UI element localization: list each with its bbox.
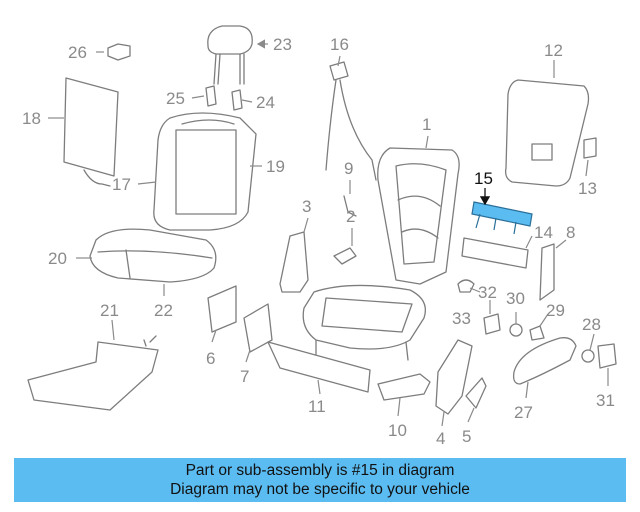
callout-14: 14 [534,223,553,242]
rail-14-part [461,237,529,269]
callout-11: 11 [308,397,326,416]
callout-20: 20 [48,249,67,268]
seat-frame-1-part [302,147,460,361]
back-panel-18-part [63,77,119,187]
callout-27: 27 [514,403,533,422]
callout-22: 22 [154,301,173,320]
callout-2: 2 [346,207,355,226]
leader-lines [48,39,609,427]
callout-4: 4 [436,429,445,448]
cover-4-part [435,339,473,415]
panel-7-part [243,303,273,353]
callout-25: 25 [166,89,185,108]
seat-parts-diagram: 23 26 25 24 18 17 19 20 22 16 1 9 2 3 12… [22,25,617,448]
callout-33: 33 [452,309,471,328]
bushing-30-part [509,323,523,337]
caption-line-2: Diagram may not be specific to your vehi… [170,481,470,498]
hinge-32-part [483,313,501,335]
callout-17: 17 [112,175,131,194]
seat-cushion-part [89,228,217,283]
seat-back-cushion-part [153,112,257,231]
callout-15: 15 [474,169,493,188]
guide-25-part [205,85,217,107]
callout-18: 18 [22,109,41,128]
callout-6: 6 [206,349,215,368]
trim-11-part [267,341,371,393]
callout-26: 26 [68,43,87,62]
cap-29-part [529,325,545,341]
callout-9: 9 [344,159,353,178]
cable-16-part [325,61,377,181]
callout-24: 24 [256,93,275,112]
bracket-3-part [279,231,309,293]
cover-10-part [377,373,431,401]
callout-31: 31 [596,391,615,410]
bracket-2-part [333,247,357,265]
bracket-9-part [343,195,357,217]
callout-5: 5 [462,427,471,446]
clip-13-part [583,137,597,159]
back-panel-12-part [504,79,590,187]
callout-29: 29 [546,301,565,320]
guide-24-part [231,89,243,111]
callout-7: 7 [240,367,249,386]
mat-21-part [27,335,159,411]
callout-12: 12 [544,41,563,60]
callout-10: 10 [388,421,407,440]
cover-5-part [465,377,487,409]
part-15-highlighted [471,201,533,235]
callout-19: 19 [266,157,285,176]
callout-23: 23 [273,35,292,54]
callout-28: 28 [582,315,601,334]
caption-line-1: Part or sub-assembly is #15 in diagram [185,462,455,479]
caption-banner: Part or sub-assembly is #15 in diagram D… [14,458,626,502]
callout-21: 21 [100,301,119,320]
armrest-27-part [512,337,617,385]
callout-8: 8 [566,223,575,242]
knob-33-part [457,279,475,293]
bracket-8-part [539,243,555,301]
callout-32: 32 [478,283,497,302]
callout-16: 16 [330,35,349,54]
callout-30: 30 [506,289,525,308]
callout-13: 13 [578,179,597,198]
panel-6-part [207,285,237,333]
callout-labels: 23 26 25 24 18 17 19 20 22 16 1 9 2 3 12… [22,35,615,448]
callout-3: 3 [302,197,311,216]
callout-1: 1 [422,115,431,134]
headrest-part [207,25,253,85]
clip-26-part [107,43,131,61]
